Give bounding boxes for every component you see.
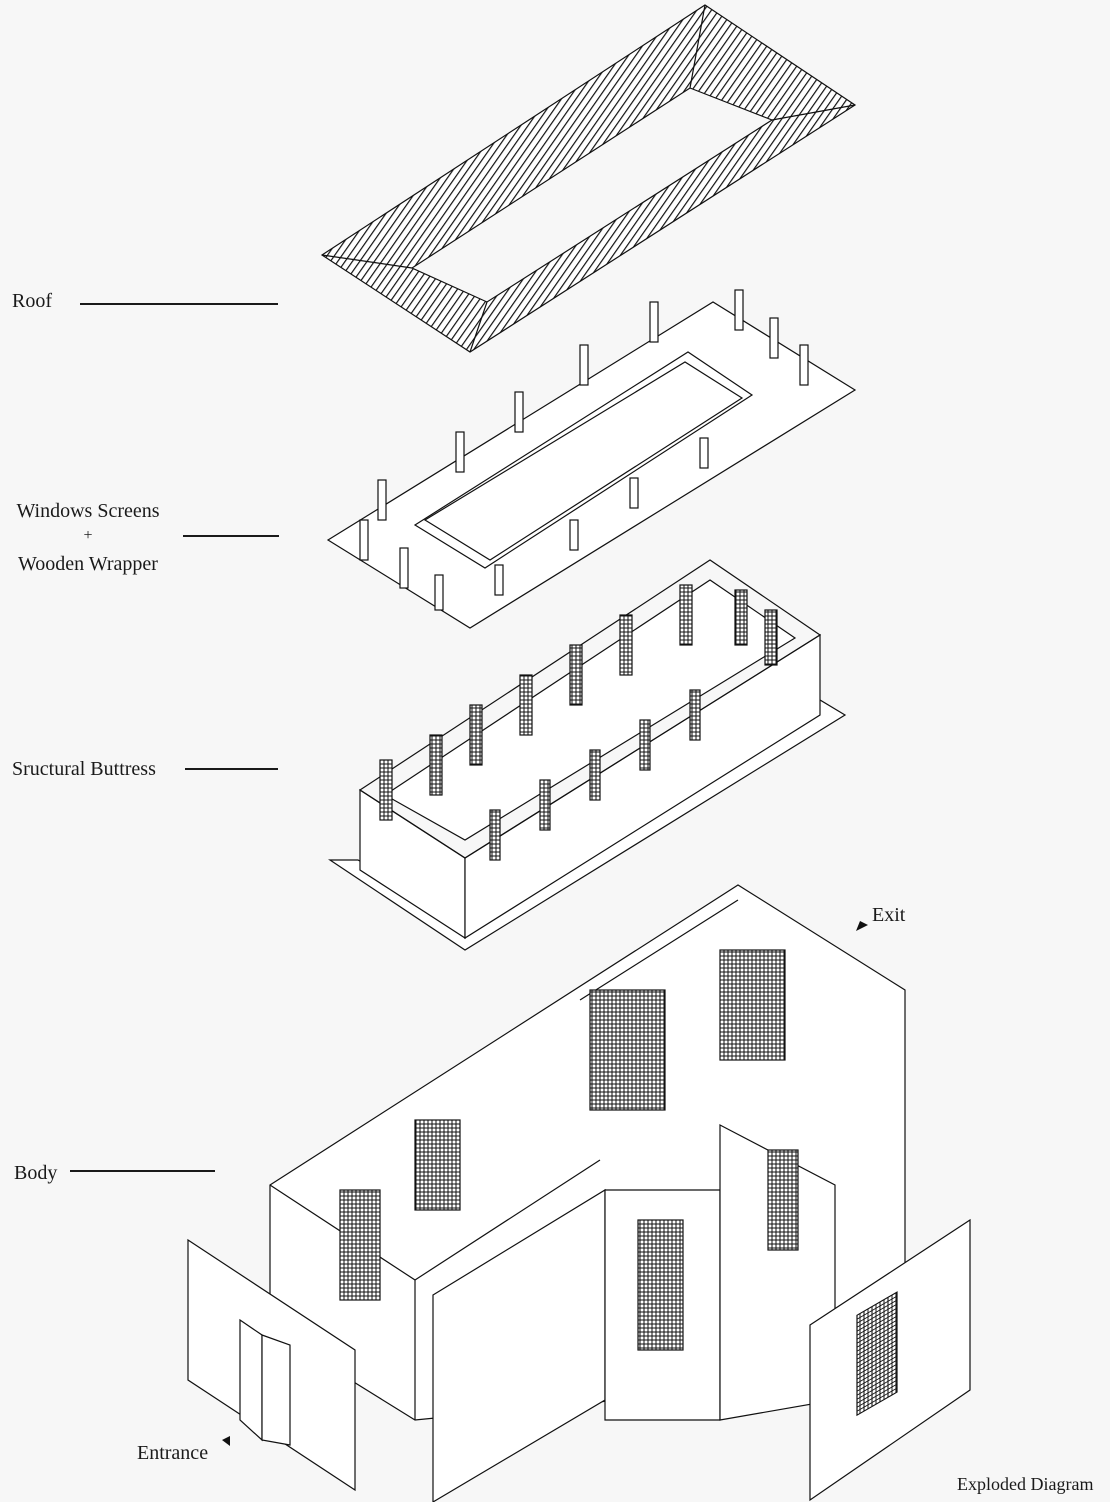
leader-body — [70, 1170, 215, 1172]
body-layer — [187, 884, 971, 1502]
roof-layer — [320, 4, 857, 353]
label-plus: + — [83, 527, 93, 544]
structural-buttress-layer — [328, 559, 847, 951]
label-body: Body — [14, 1162, 58, 1184]
leader-windows — [183, 535, 279, 537]
window-screens-layer — [326, 289, 857, 629]
label-wooden-wrapper: Wooden Wrapper — [18, 553, 158, 575]
exit-arrow-icon — [856, 921, 868, 931]
leader-roof — [80, 303, 278, 305]
entrance-arrow-icon — [222, 1436, 230, 1446]
label-roof: Roof — [12, 290, 52, 312]
caption: Exploded Diagram — [957, 1474, 1094, 1494]
leader-buttress — [185, 768, 278, 770]
label-windows-screens: Windows Screens — [16, 500, 160, 522]
label-structural-buttress: Sructural Buttress — [12, 758, 156, 780]
label-exit: Exit — [872, 904, 906, 926]
label-entrance: Entrance — [137, 1442, 209, 1464]
